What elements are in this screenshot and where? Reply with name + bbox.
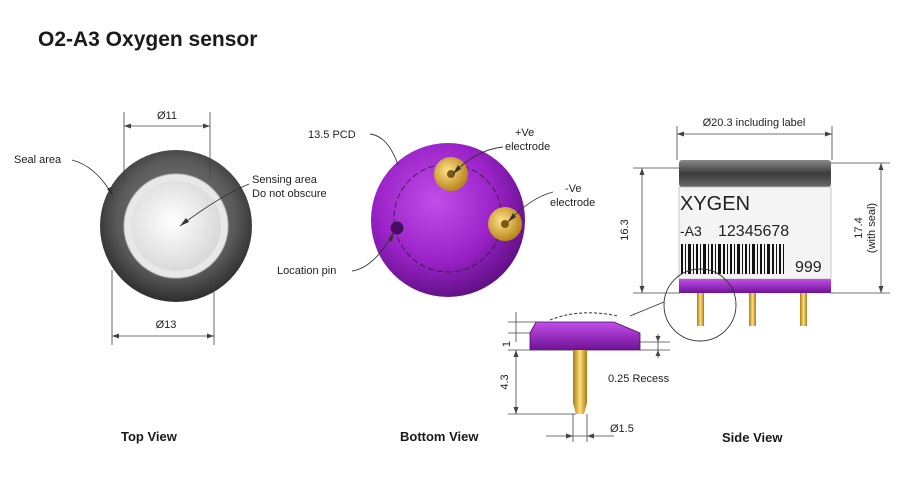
barcode [681, 244, 784, 274]
top-view-caption: Top View [121, 429, 177, 444]
detail-pin [573, 350, 587, 403]
detail-pin-diameter: Ø1.5 [610, 423, 634, 435]
sensing-area-label-line1: Sensing area [252, 174, 318, 186]
dim-top-view-outer: Ø13 [156, 319, 177, 331]
dim-top-view-width: Ø11 [157, 110, 177, 122]
bottom-view: 13.5 PCD +Ve electrode -Ve electrode Loc… [277, 127, 595, 297]
label-model-text: -A3 [680, 223, 702, 239]
dim-side-seal-height: 17.4 [853, 217, 865, 238]
sensor-base [679, 279, 831, 293]
negative-electrode-label-line2: electrode [550, 197, 595, 209]
side-view-caption: Side View [722, 430, 783, 445]
detail-dim-1: 1 [501, 341, 513, 347]
side-pin-right [800, 293, 807, 326]
detail-circle [663, 268, 737, 342]
dim-side-height: 16.3 [619, 219, 631, 240]
label-name-text: XYGEN [680, 193, 750, 215]
negative-electrode-label-line1: -Ve [565, 183, 582, 195]
label-serial-text: 12345678 [718, 223, 789, 240]
detail-dim-43: 4.3 [499, 374, 511, 389]
positive-electrode-label-line1: +Ve [515, 127, 534, 139]
seal-area-label: Seal area [14, 154, 62, 166]
label-code-text: 999 [795, 259, 822, 276]
sensing-area [131, 181, 221, 271]
sensing-area-label-line2: Do not obscure [252, 188, 327, 200]
sensor-cap [679, 160, 831, 187]
side-view: Ø20.3 including label XYGEN -A3 12345678… [619, 117, 890, 342]
top-view: Ø11 Ø13 Seal area Sensing area Do not ob… [14, 110, 327, 345]
detail-recess-label: 0.25 Recess [608, 373, 670, 385]
sensor-body-bottom [371, 143, 525, 297]
pcd-label: 13.5 PCD [308, 129, 356, 141]
pin-detail: 1 4.3 0.25 Recess Ø1.5 [499, 312, 670, 442]
side-pin-left [697, 293, 704, 326]
positive-electrode-label-line2: electrode [505, 141, 550, 153]
location-pin-label: Location pin [277, 265, 336, 277]
page-title: O2-A3 Oxygen sensor [38, 28, 258, 51]
location-pin [390, 221, 404, 235]
side-pin-middle [749, 293, 756, 326]
bottom-view-caption: Bottom View [400, 429, 479, 444]
detail-base [529, 321, 641, 351]
dim-side-seal-note: (with seal) [866, 203, 878, 253]
dim-side-width: Ø20.3 including label [703, 117, 806, 129]
